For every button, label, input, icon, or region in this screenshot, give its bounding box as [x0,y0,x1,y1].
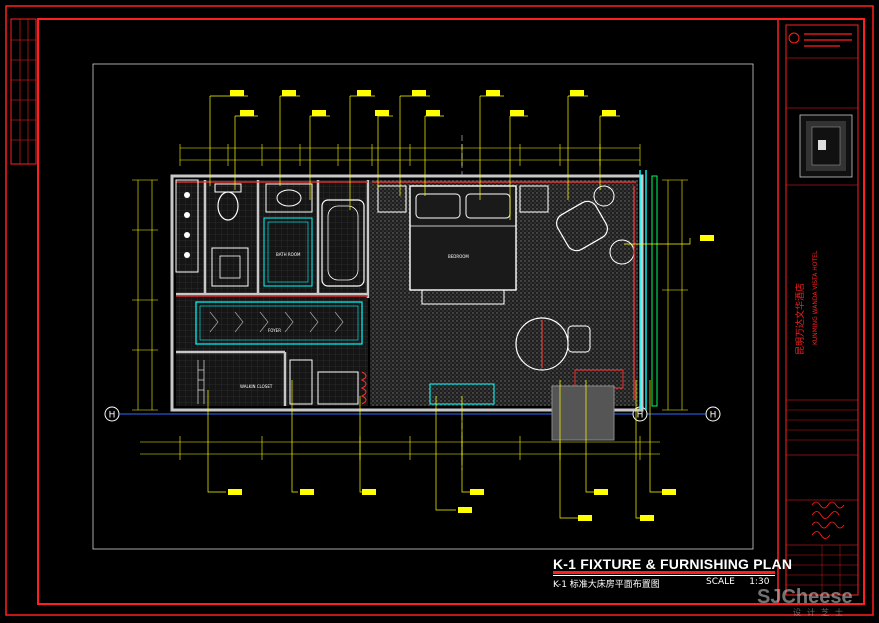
scale-value: 1:30 [749,577,770,587]
toilet-icon [214,183,242,221]
bottom-leaders [207,380,662,519]
watermark-subtext: 设计芝士 [793,608,849,617]
bottom-tags [228,489,676,521]
project-name-en: KUNMING WANDA VISTA HOTEL [812,250,819,345]
bathroom-floor [176,180,368,292]
sink-icon [265,183,313,213]
bottom-dimension-lines [140,436,660,460]
floor-plan [170,170,658,441]
scale-label: SCALE [706,577,735,587]
wardrobe-cabinet [195,301,363,345]
drawing-scale: SCALE 1:30 [706,577,769,587]
project-name-cn: 昆明万达文华酒店 [794,283,806,355]
grid-marker-right: H [705,406,721,422]
right-leader [624,235,714,245]
room-label-bath: BATH ROOM [276,252,301,257]
vanity-counter [175,179,199,273]
svg-text:H: H [710,411,717,421]
top-tags [230,90,616,116]
watermark-logo: SJCheese [757,586,853,608]
grid-marker-left: H [104,406,120,422]
drawing-subtitle: K-1 标准大床房平面布置图 [553,580,660,590]
room-label-bedroom: BEDROOM [448,254,469,259]
room-label-closet: WALKIN CLOSET [240,384,273,389]
top-dimension-lines [179,144,641,166]
side-dimension-lines [132,179,688,411]
title-underline [553,571,775,576]
svg-text:H: H [637,411,644,421]
sheet-frame [5,5,874,616]
title-block [777,19,859,604]
bathtub-icon [321,199,365,287]
svg-text:H: H [109,411,116,421]
round-table-icon [515,317,624,389]
top-leaders [209,96,601,220]
drawing-title: K-1 FIXTURE & FURNISHING PLAN [553,556,793,572]
shower-icon [263,217,313,287]
key-plan [799,114,853,178]
entry-area [551,385,615,441]
room-label-foyer: FOYER [268,328,281,333]
firm-logo-icon [788,32,800,44]
bed-icon [377,185,549,305]
